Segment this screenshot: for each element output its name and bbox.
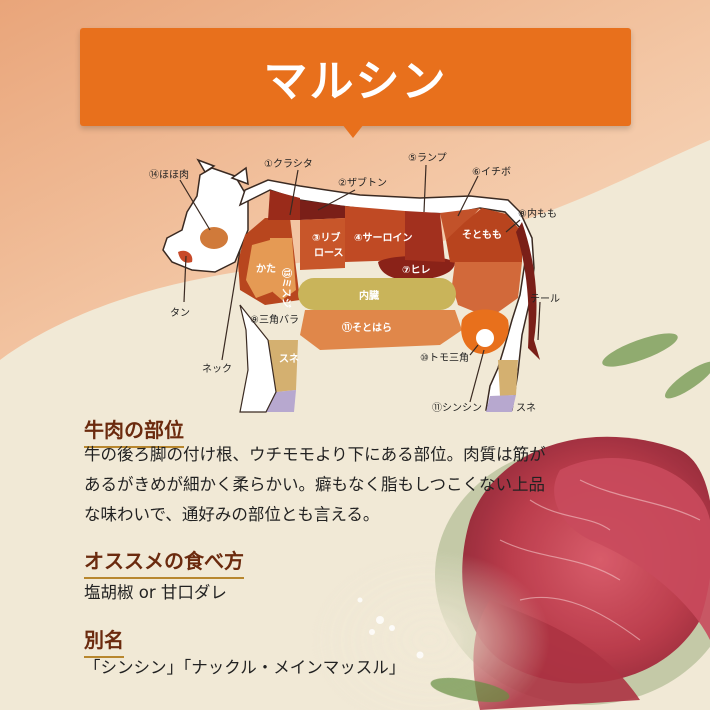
label-naizou: 内臓 xyxy=(359,289,379,302)
cut-sune2 xyxy=(498,360,518,396)
cut-sotomomo xyxy=(446,208,522,265)
cut-tail xyxy=(516,222,540,360)
label-neck: ネック xyxy=(202,363,232,375)
cut-uchimomo xyxy=(452,262,522,318)
label-shinshin: ⑪シンシン xyxy=(432,402,482,414)
cow-head xyxy=(162,167,249,273)
section-heading-parts: 牛肉の部位 xyxy=(84,414,184,448)
cut-sirloin xyxy=(345,206,405,262)
label-misuji: ⑬ミスジ xyxy=(280,268,293,308)
section-body-alias: 「シンシン」「ナックル・メインマッスル」 xyxy=(84,653,405,683)
beef-cut-diagram: ⑭ほほ肉 ①クラシタ ②ザブトン ⑤ランプ ⑥イチボ ⑧内もも ③リブ ロース … xyxy=(149,152,560,414)
label-uchimomo: ⑧内もも xyxy=(518,207,557,220)
hind-hoof xyxy=(486,395,516,412)
label-hoho: ⑭ほほ肉 xyxy=(149,168,189,181)
banner-pointer xyxy=(342,124,364,138)
cut-tan xyxy=(178,250,193,263)
label-kurashita: ①クラシタ xyxy=(264,158,313,170)
label-ranpu: ⑤ランプ xyxy=(408,152,447,164)
cut-misuji xyxy=(268,238,296,300)
label-sune-front: スネ xyxy=(279,353,299,365)
cut-ichibo xyxy=(440,208,480,240)
label-tomosankaku: ⑩トモ三角 xyxy=(420,352,469,364)
section-body-recommend: 塩胡椒 or 甘口ダレ xyxy=(84,578,227,608)
shinshin-highlight xyxy=(470,323,500,353)
cut-riblose xyxy=(300,218,345,270)
section-heading-recommend: オススメの食べ方 xyxy=(84,545,244,579)
cut-hoho xyxy=(200,227,228,249)
meat-photo xyxy=(310,333,710,710)
label-hire: ⑦ヒレ xyxy=(402,264,430,276)
label-riblose-2: ロース xyxy=(314,247,344,259)
page-title: マルシン xyxy=(263,56,448,107)
label-kata: かた xyxy=(256,263,276,275)
body-line: な味わいで、通好みの部位とも言える。 xyxy=(84,505,380,524)
label-sotomomo: そともも xyxy=(462,229,502,241)
label-riblose-1: ③リブ xyxy=(312,231,340,244)
label-tail: テール xyxy=(530,294,560,305)
cut-ranpu xyxy=(405,211,445,262)
body-line: 「シンシン」「ナックル・メインマッスル」 xyxy=(84,658,406,677)
label-sotobara: ⑪そとはら xyxy=(342,321,392,334)
section-body-parts: 牛の後ろ脚の付け根、ウチモモより下にある部位。肉質は筋が あるがきめが細かく柔ら… xyxy=(84,440,546,530)
body-line: あるがきめが細かく柔らかい。癖もなく脂もしつこくない上品 xyxy=(84,475,546,494)
body-line: 塩胡椒 or 甘口ダレ xyxy=(84,583,227,602)
title-banner xyxy=(80,28,631,126)
label-sirloin: ④サーロイン xyxy=(354,232,412,244)
cut-naizou xyxy=(298,278,456,310)
leader-lines xyxy=(179,164,541,403)
cut-sune1 xyxy=(268,340,298,392)
cut-hire xyxy=(378,256,455,280)
label-sune-hind: スネ xyxy=(516,402,536,414)
label-sankakubara: ⑨三角バラ xyxy=(250,314,299,326)
cut-zabuton xyxy=(300,200,345,220)
section-heading-alias: 別名 xyxy=(84,624,124,658)
label-ichibo: ⑥イチボ xyxy=(472,166,511,178)
cut-kata-inner xyxy=(246,240,272,298)
body-line: 牛の後ろ脚の付け根、ウチモモより下にある部位。肉質は筋が xyxy=(84,445,546,464)
front-hoof xyxy=(266,390,296,412)
cut-sotobara xyxy=(300,310,462,350)
label-tan: タン xyxy=(170,307,190,319)
cut-kurashita xyxy=(268,190,300,220)
cuts xyxy=(178,190,540,413)
label-zabuton: ②ザブトン xyxy=(338,176,387,189)
